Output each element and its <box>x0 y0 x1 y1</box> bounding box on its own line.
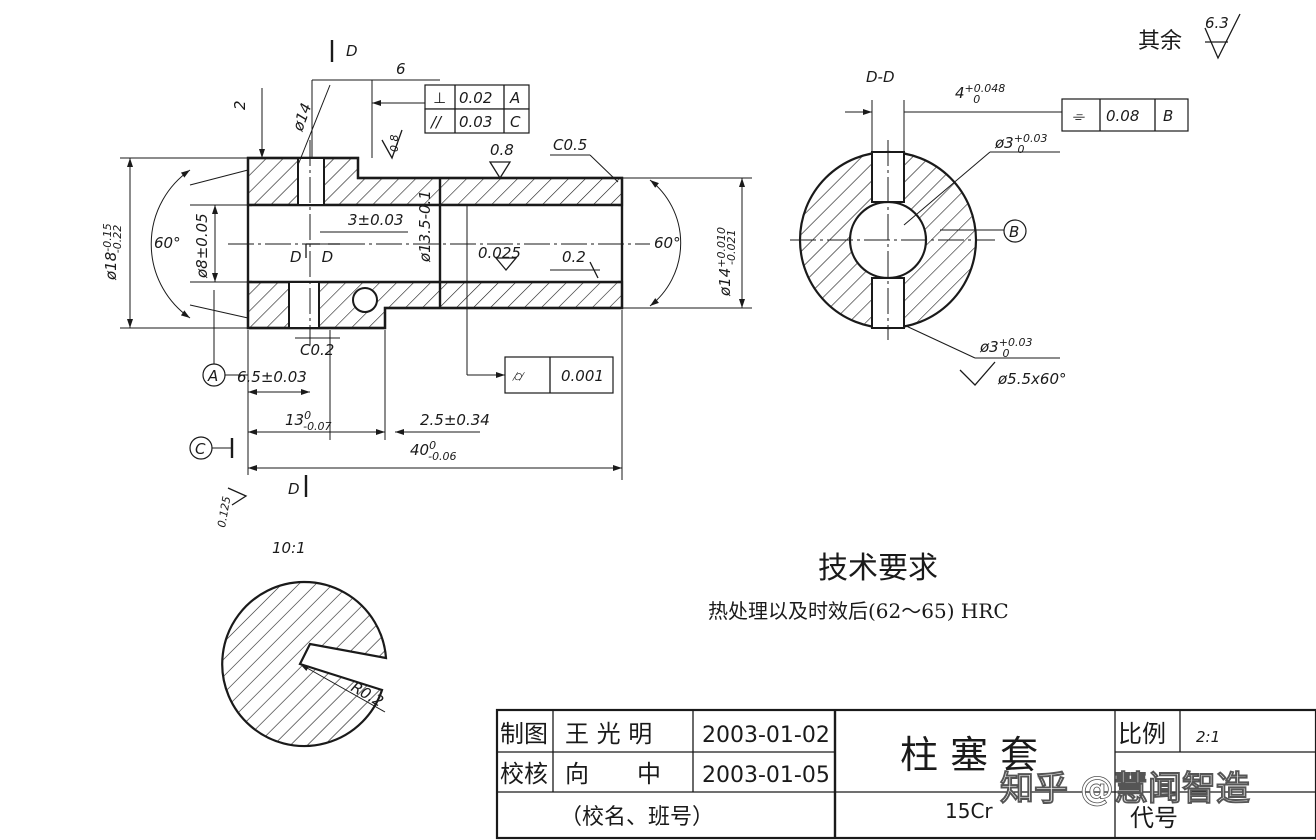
symmetry-datum: B <box>1163 107 1173 125</box>
roughness-08b: 0.8 <box>490 141 514 159</box>
cylindricity-frame <box>504 356 614 394</box>
dim-6: 6 <box>396 60 406 78</box>
tolerance-frame-group: ⊥ 0.02 A // 0.03 C <box>424 84 530 134</box>
checked-name: 向 中 <box>565 760 661 788</box>
cylindricity-value: 0.001 <box>561 367 604 385</box>
angle-left: 60° <box>154 234 181 252</box>
dim-outer-left: ø18-0.15-0.22 <box>101 223 124 281</box>
dim-2-5: 2.5±0.34 <box>420 411 490 429</box>
section-letter-bottom: D <box>288 480 300 498</box>
section-title: D-D <box>866 68 895 86</box>
chamfer-c02: C0.2 <box>300 341 334 359</box>
roughness-other-note: 其余 6.3 <box>1138 13 1241 60</box>
symmetry-symbol: ⌯ <box>1072 107 1085 125</box>
left-dimensions: ø18-0.15-0.22 ø8±0.05 60° <box>101 157 249 329</box>
tech-requirements: 技术要求 热处理以及时效后(62～65) HRC <box>708 551 1009 623</box>
dim-bore-left: ø8±0.05 <box>193 213 211 279</box>
drawn-name: 王 光 明 <box>565 720 652 748</box>
tol-para-datum: C <box>510 113 521 131</box>
tech-req-title: 技术要求 <box>818 551 938 586</box>
chamfer-c05: C0.5 <box>553 136 587 154</box>
roughness-marks: 0.8 0.8 C0.5 0.025 0.2 <box>381 129 619 279</box>
part-name: 柱 塞 套 <box>900 733 1038 777</box>
angle-right: 60° <box>654 234 681 252</box>
dim-40: 400-0.06 <box>410 439 457 463</box>
detail-scale: 10:1 <box>272 539 306 557</box>
main-view <box>228 140 650 345</box>
datum-b: B <box>1009 223 1019 241</box>
roughness-other-label: 其余 <box>1138 29 1182 54</box>
drawn-label: 制图 <box>500 720 548 748</box>
tol-perp-symbol: ⊥ <box>433 89 446 107</box>
detail-section <box>221 580 388 748</box>
scale-label: 比例 <box>1118 720 1166 748</box>
right-dimensions: ø14+0.010-0.021 60° <box>622 177 752 309</box>
dim-13: 130-0.07 <box>285 409 332 433</box>
symmetry-frame <box>1061 98 1189 132</box>
code-label: 代号 <box>1130 804 1178 832</box>
tol-perp-datum: A <box>509 89 520 107</box>
material: 15Cr <box>945 799 993 823</box>
roughness-symbol-icon <box>1204 13 1241 60</box>
cylindricity-symbol: ⌭ <box>512 367 525 385</box>
dim-13-5: ø13.5-0.1 <box>416 190 434 263</box>
roughness-02: 0.2 <box>562 248 586 266</box>
roughness-other-value: 6.3 <box>1205 14 1229 32</box>
detail-view: 10:1 R0.2 <box>221 539 388 748</box>
watermark: 知乎 @慧闻智造 <box>1000 769 1250 809</box>
scale-value: 2:1 <box>1196 728 1220 746</box>
checked-date: 2003-01-05 <box>702 763 830 788</box>
tech-req-line1: 热处理以及时效后(62～65) HRC <box>708 599 1009 623</box>
drawn-date: 2003-01-02 <box>702 723 830 748</box>
datum-a: A <box>207 367 218 385</box>
tol-para-value: 0.03 <box>459 113 492 131</box>
bottom-dimensions: C0.2 A 6.5±0.03 130-0.07 2.5±0.34 400-0.… <box>189 205 623 529</box>
roughness-08a: 0.8 <box>388 135 401 153</box>
dim-3: 3±0.03 <box>348 211 404 229</box>
top-dimensions: 2 ø14 D 6 <box>231 40 440 166</box>
symmetry-value: 0.08 <box>1106 107 1139 125</box>
dim-bore-right: ø14+0.010-0.021 <box>715 227 738 297</box>
section-letter-top: D <box>346 42 358 60</box>
dim-hole: ø14 <box>289 101 316 135</box>
dim-chamfer-top: 2 <box>231 100 249 110</box>
datum-b-circle <box>1003 219 1027 243</box>
tol-para-symbol: // <box>429 113 443 131</box>
title-block: 制图 王 光 明 2003-01-02 校核 向 中 2003-01-05 （校… <box>495 708 1316 840</box>
datum-c: C <box>195 440 206 458</box>
roughness-0125: 0.125 <box>215 495 233 528</box>
roughness-0025: 0.025 <box>478 244 521 262</box>
school-label: （校名、班号） <box>560 805 714 830</box>
tol-perp-value: 0.02 <box>459 89 492 107</box>
dim-6-5: 6.5±0.03 <box>237 368 307 386</box>
countersink-dim: ø5.5x60° <box>997 370 1067 388</box>
checked-label: 校核 <box>500 760 548 788</box>
